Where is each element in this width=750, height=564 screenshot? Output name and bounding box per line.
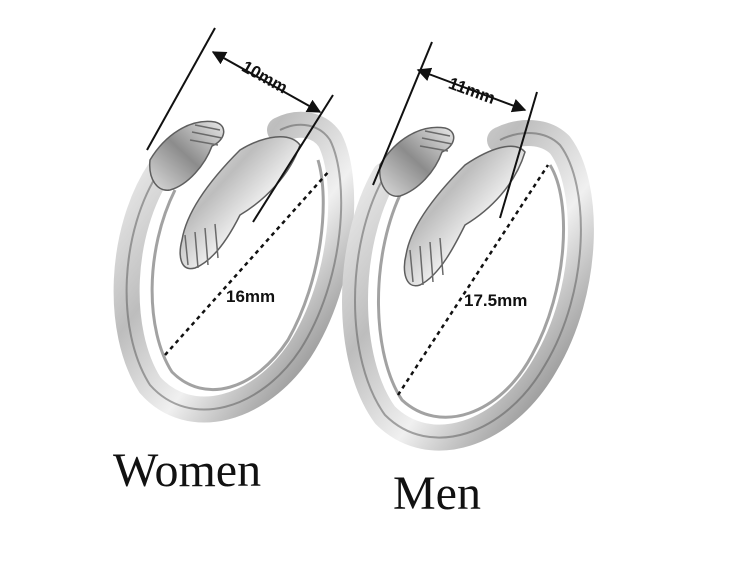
men-diameter-label: 17.5mm	[464, 291, 527, 310]
women-caption: Women	[113, 444, 262, 497]
men-diameter-dimension: 17.5mm	[396, 164, 550, 396]
women-ring	[113, 111, 355, 423]
men-hand-right-icon	[403, 145, 526, 287]
men-caption: Men	[393, 467, 481, 520]
women-width-label: 10mm	[239, 57, 291, 97]
men-ring	[342, 120, 594, 451]
women-hand-right-icon	[179, 136, 301, 270]
women-hand-left-icon	[149, 120, 225, 191]
men-width-label: 11mm	[446, 74, 498, 108]
women-diameter-dimension: 16mm	[164, 169, 331, 356]
men-hand-left-icon	[379, 126, 455, 197]
women-diameter-label: 16mm	[226, 287, 275, 306]
